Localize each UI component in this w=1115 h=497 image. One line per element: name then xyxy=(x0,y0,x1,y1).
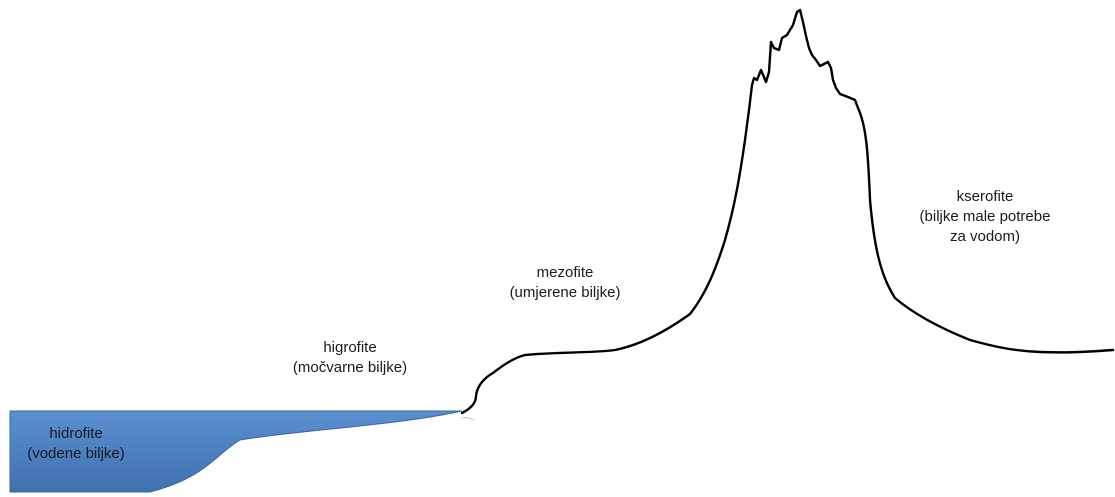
zone-label-mezofite: mezofite (umjerene biljke) xyxy=(474,263,656,303)
zone-name-kserofite: kserofite xyxy=(956,188,1014,205)
water-body xyxy=(9,410,463,493)
zone-name-mezofite: mezofite xyxy=(536,264,594,281)
zone-description-kserofite-line-2: za vodom) xyxy=(949,228,1021,245)
zone-label-hidrofite: hidrofite (vodene biljke) xyxy=(0,424,152,464)
zone-description-kserofite-line-1: (biljke male potrebe xyxy=(919,208,1051,225)
zone-label-kserofite: kserofite (biljke male potrebe za vodom) xyxy=(892,187,1078,247)
zone-description-higrofite: (močvarne biljke) xyxy=(292,359,408,376)
zone-description-hidrofite: (vodene biljke) xyxy=(27,445,125,462)
terrain-profile-line xyxy=(460,8,1115,415)
shoreline-mark xyxy=(461,417,475,421)
zone-name-hidrofite: hidrofite xyxy=(49,425,103,442)
zone-name-higrofite: higrofite xyxy=(323,339,377,356)
zone-description-mezofite: (umjerene biljke) xyxy=(509,284,621,301)
zone-label-higrofite: higrofite (močvarne biljke) xyxy=(275,338,425,378)
